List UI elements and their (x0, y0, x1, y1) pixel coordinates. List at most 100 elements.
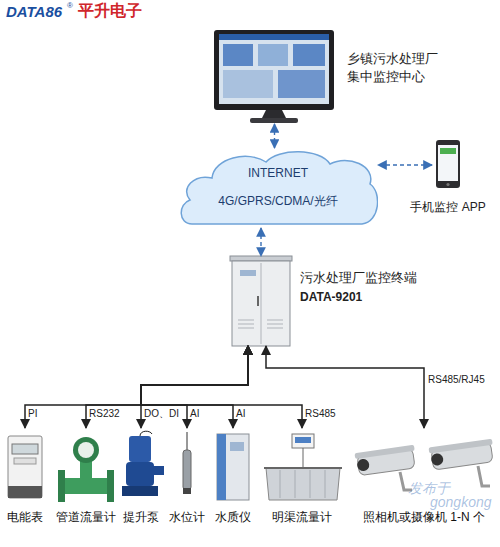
pump-motor (129, 436, 151, 462)
trough-rib (295, 470, 296, 498)
trough-rib (280, 470, 281, 498)
screen-panel (258, 44, 288, 66)
node-label: INTERNET (178, 166, 378, 181)
connector (141, 346, 248, 428)
monitor-neck (262, 110, 286, 118)
signal-label: RS485 (305, 408, 336, 420)
device-node: 管道流量计 (55, 428, 117, 525)
flowmeter-face (78, 442, 94, 458)
signal-label: PI (28, 408, 37, 420)
signal-label: RS485/RJ45 (428, 374, 485, 386)
monitor-node: 乡镇污水处理厂 集中监控中心 (212, 28, 337, 124)
node-label: 4G/GPRS/CDMA/光纤 (178, 194, 378, 209)
channel-sensor-screen (295, 437, 311, 443)
meter-terminal (8, 486, 42, 498)
cabinet-vent (238, 320, 254, 321)
pump-body (126, 462, 154, 486)
cabinet-body (232, 261, 290, 346)
camera-lens (356, 458, 370, 472)
watermark: gongkong (430, 494, 492, 511)
phone-node: 手机监控 APP (432, 138, 464, 192)
device-node: 水质仪 (210, 428, 256, 525)
screen-panel (278, 70, 325, 98)
phone-button (446, 183, 449, 186)
node-label: 管道流量计 (35, 510, 137, 525)
analyser-stripe (217, 434, 226, 500)
meter-window (14, 458, 36, 464)
cabinet-vent (267, 320, 283, 321)
channel-pole (303, 448, 304, 470)
trough-rib (325, 470, 326, 498)
flowmeter-flange (58, 470, 65, 502)
device-node: 明渠流量计 (260, 428, 344, 525)
device-node: 提升泵 (117, 428, 165, 525)
cabinet-vent (238, 324, 254, 325)
node-label: 照相机或摄像机 1-N 个 (330, 510, 500, 525)
flowmeter-pipe (62, 478, 110, 494)
level-cable (187, 432, 188, 450)
signal-label: AI (236, 408, 245, 420)
connector (141, 346, 302, 428)
screen-header (219, 34, 329, 40)
analyser-screen (230, 442, 244, 451)
device-node: 照相机或摄像机 1-N 个 (350, 428, 498, 525)
connector (141, 346, 248, 428)
signal-label: AI (190, 408, 199, 420)
camera (354, 445, 417, 476)
connector (260, 228, 261, 256)
monitor-screen (219, 34, 329, 104)
device-node: 电能表 (0, 428, 50, 525)
cabinet-vent (238, 328, 254, 329)
phone-screen (438, 145, 458, 181)
cabinet-roof (230, 256, 292, 261)
monitor-frame (214, 30, 334, 110)
camera-lens (430, 453, 444, 467)
cabinet-handle (257, 296, 259, 306)
cabinet-vent (267, 324, 283, 325)
level-probe (183, 450, 191, 490)
meter-display (12, 444, 38, 454)
phone-body (436, 140, 460, 188)
trough-rib (310, 470, 311, 498)
logo-text: DATA86 (6, 3, 62, 21)
camera-hood (429, 439, 493, 454)
connector (141, 346, 248, 428)
level-tip (183, 488, 191, 494)
device-node: 水位计 (167, 428, 207, 525)
meter-body (8, 436, 42, 498)
cabinet-door-line (261, 263, 262, 344)
screen-panel (293, 44, 325, 66)
node-label: 手机监控 APP (398, 200, 498, 215)
registered-mark: ® (67, 1, 73, 11)
camera (429, 439, 496, 471)
pump-base (122, 486, 158, 496)
cabinet-vent (267, 328, 283, 329)
node-label: DATA-9201 (300, 290, 362, 305)
connector (266, 346, 424, 428)
logo-text: 平升电子 (78, 1, 142, 20)
flowmeter-head (73, 437, 99, 463)
channel-trough (266, 468, 340, 500)
camera-bracket (478, 466, 490, 486)
signal-label: RS232 (89, 408, 120, 420)
connector (25, 346, 248, 428)
cloud-outline (181, 152, 377, 224)
cabinet-plate (240, 270, 256, 276)
connector (86, 346, 248, 428)
trough-rim (264, 467, 342, 469)
monitor-base (250, 118, 298, 123)
node-label: 乡镇污水处理厂 集中监控中心 (347, 50, 451, 86)
pump-cable (140, 431, 152, 436)
channel-sensor (292, 434, 314, 448)
node-label: 污水处理厂监控终端 (300, 270, 417, 286)
analyser-body (217, 434, 249, 500)
terminal-node: 污水处理厂监控终端DATA-9201 (230, 256, 292, 346)
connector (274, 124, 275, 148)
signal-label: DO、DI (144, 408, 179, 420)
pump-outlet (152, 466, 164, 475)
camera-hood (354, 445, 414, 459)
cloud-node: INTERNET 4G/GPRS/CDMA/光纤 (178, 148, 378, 228)
node-label: 明渠流量计 (240, 510, 364, 525)
screen-panel (223, 44, 253, 66)
